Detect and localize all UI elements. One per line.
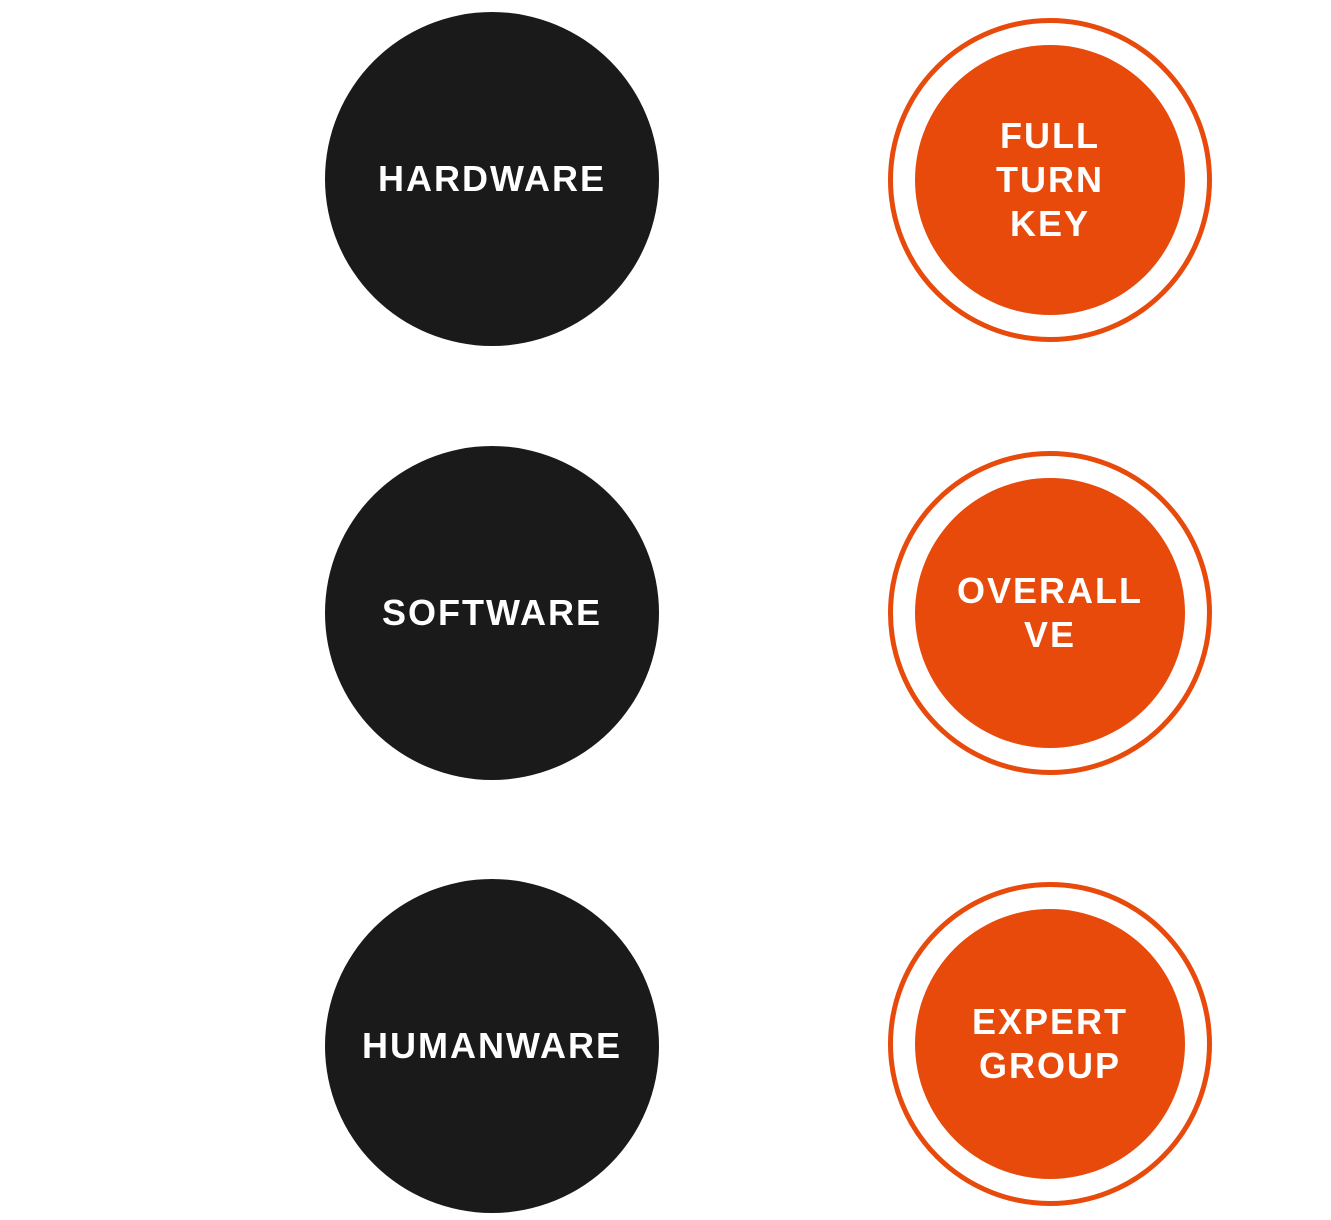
software-label: SOFTWARE	[382, 592, 602, 633]
overall-ve-label: OVERALL VE	[956, 570, 1143, 655]
full-turn-key-ring: FULL TURN KEY	[888, 18, 1212, 342]
hardware-label: HARDWARE	[378, 158, 606, 199]
expert-group-ring: EXPERT GROUP	[888, 882, 1212, 1206]
overall-ve-circle: OVERALL VE	[915, 478, 1185, 748]
full-turn-key-label: FULL TURN KEY	[996, 115, 1104, 244]
expert-group-circle: EXPERT GROUP	[915, 909, 1185, 1179]
full-turn-key-circle: FULL TURN KEY	[915, 45, 1185, 315]
humanware-label: HUMANWARE	[362, 1025, 622, 1066]
hardware-circle: HARDWARE	[325, 12, 659, 346]
software-circle: SOFTWARE	[325, 446, 659, 780]
overall-ve-ring: OVERALL VE	[888, 451, 1212, 775]
humanware-circle: HUMANWARE	[325, 879, 659, 1213]
expert-group-label: EXPERT GROUP	[971, 1001, 1129, 1086]
